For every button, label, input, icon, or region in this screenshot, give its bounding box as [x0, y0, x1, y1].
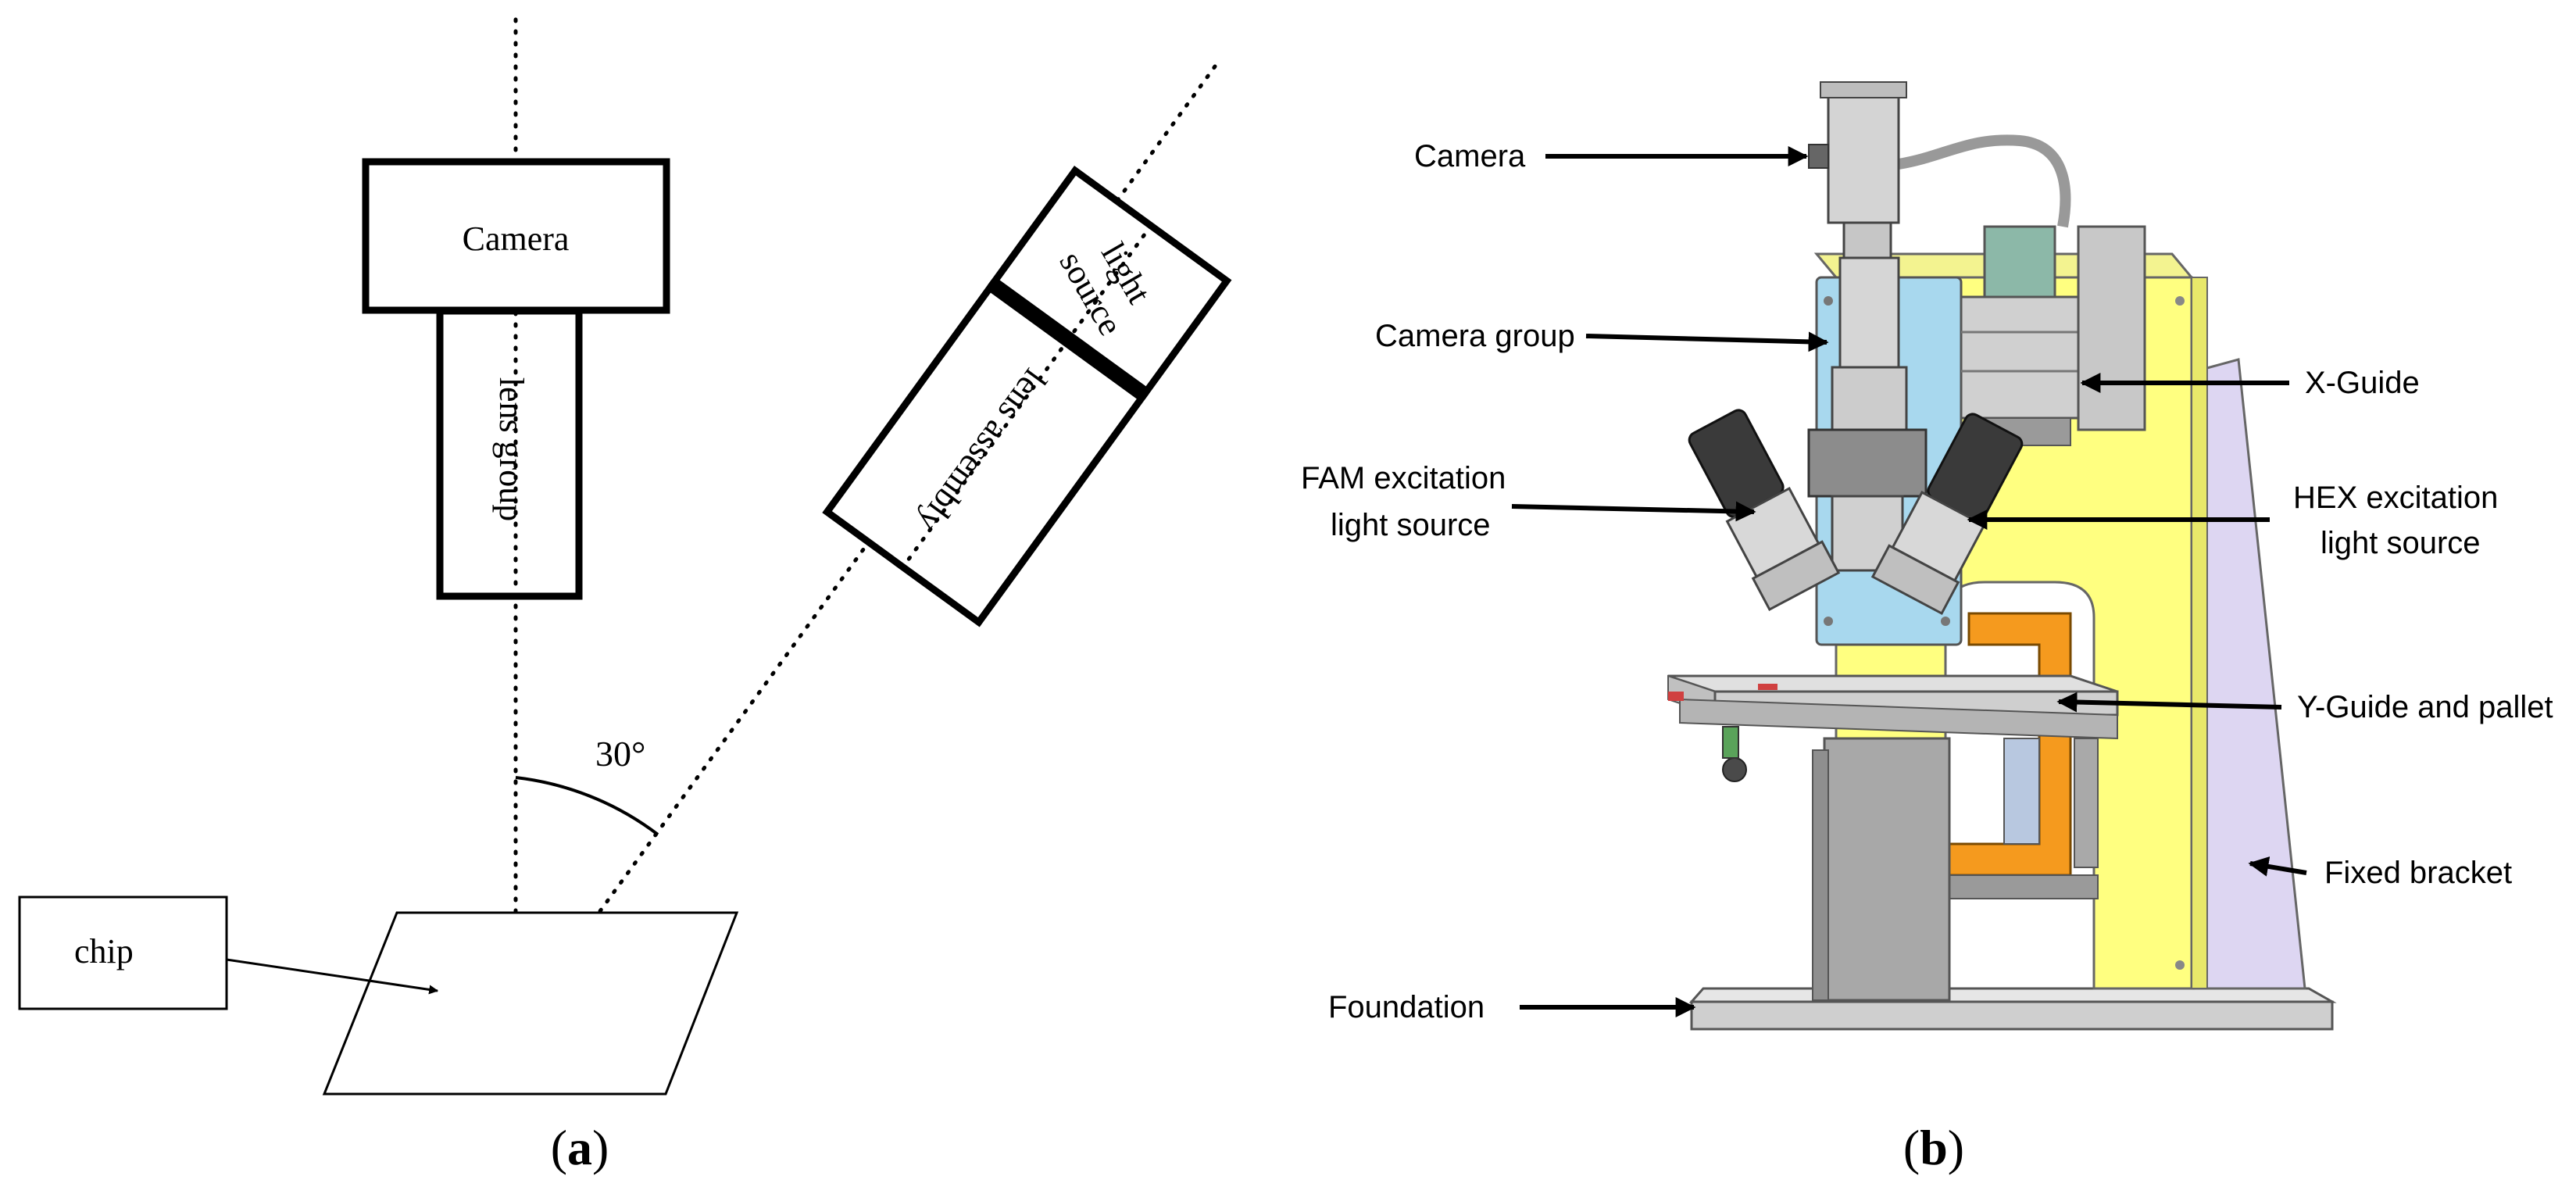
label-x-guide: X-Guide: [2305, 366, 2420, 400]
label-fam-line2: light source: [1331, 508, 1491, 542]
label-y-guide: Y-Guide and pallet: [2297, 690, 2553, 724]
y-guide-supports: [1949, 738, 2099, 899]
label-camera: Camera: [1414, 139, 1526, 173]
panel-b-instrument: Camera Camera group X-Guide FAM excitati…: [1301, 81, 2553, 1175]
camera-lens-column: [1807, 221, 1928, 572]
label-foundation: Foundation: [1328, 990, 1485, 1024]
label-fixed-bracket: Fixed bracket: [2324, 856, 2512, 890]
chip-plane: [322, 911, 739, 1096]
label-hex-line1: HEX excitation: [2293, 481, 2498, 515]
angle-arc: [515, 776, 659, 836]
lens-assembly-axis-segment: [901, 223, 1153, 570]
panel-a-caption: (a): [551, 1120, 609, 1175]
foundation-plate: [1688, 987, 2337, 1031]
arrow-fixed-bracket: [2248, 856, 2307, 877]
arrow-y-guide: [2056, 692, 2282, 713]
camera-box-label: Camera: [463, 220, 570, 258]
label-camera-group: Camera group: [1375, 319, 1575, 353]
label-fam-line1: FAM excitation: [1301, 461, 1506, 495]
chip-label-box: [18, 896, 228, 1010]
hex-light-source: [1870, 413, 2024, 616]
lens-group-box: [436, 307, 583, 600]
panel-a-schematic: Camera lens group light source lens asse…: [18, 17, 1232, 1175]
gray-pillar: [1812, 737, 1951, 1002]
chip-label: chip: [74, 932, 134, 971]
arrow-camera-group: [1585, 331, 1829, 352]
x-guide-assembly: [1960, 225, 2146, 446]
camera-body: [1808, 81, 1907, 224]
lens-group-label: lens group: [492, 377, 531, 522]
chip-pointer-arrow: [226, 958, 439, 995]
label-hex-line2: light source: [2321, 526, 2481, 560]
fixed-bracket: [2194, 358, 2306, 990]
panel-b-caption: (b): [1903, 1120, 1964, 1175]
y-guide-pallet: [1667, 674, 2119, 782]
arrow-fam: [1511, 501, 1756, 522]
tilted-illumination-unit: light source lens assembly: [822, 166, 1232, 627]
camera-cable: [1897, 134, 2071, 228]
angle-label: 30°: [595, 734, 645, 774]
